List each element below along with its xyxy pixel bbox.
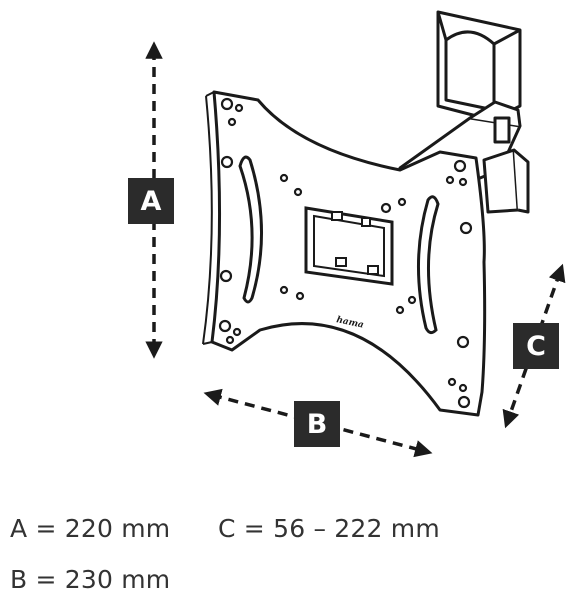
mounting-hole (459, 221, 473, 235)
right-curved-slot (417, 195, 440, 335)
mounting-hole (397, 197, 407, 207)
mounting-hole (380, 202, 392, 214)
mounting-hole (234, 103, 244, 113)
mounting-hole (407, 295, 417, 305)
mounting-hole (220, 155, 234, 169)
wall-mount-diagram: hama (145, 10, 566, 458)
dimension-arrow-c (502, 263, 566, 429)
mounting-hole (279, 285, 289, 295)
mounting-hole (227, 117, 237, 127)
measurement-a: A = 220 mm (10, 514, 171, 543)
mounting-hole (219, 269, 233, 283)
dimension-label-b: B (294, 401, 340, 447)
mounting-hole (225, 335, 235, 345)
mounting-hole (295, 291, 305, 301)
mounting-hole (232, 327, 242, 337)
dimension-label-c: C (513, 323, 559, 369)
mounting-hole (395, 305, 405, 315)
wall-plate (436, 10, 522, 122)
mounting-hole (293, 187, 303, 197)
mounting-hole (220, 97, 234, 111)
mounting-holes (218, 97, 473, 409)
mounting-hole (456, 335, 470, 349)
left-curved-slot (238, 155, 263, 304)
center-cutout (304, 206, 394, 286)
mounting-hole (445, 175, 455, 185)
mounting-hole (279, 173, 289, 183)
dimension-label-a: A (128, 178, 174, 224)
mounting-hole (458, 383, 468, 393)
measurement-b: B = 230 mm (10, 565, 171, 594)
measurement-c: C = 56 – 222 mm (218, 514, 440, 543)
mounting-hole (458, 177, 468, 187)
mounting-hole (447, 377, 457, 387)
mounting-hole (218, 319, 232, 333)
mounting-hole (457, 395, 471, 409)
mounting-hole (453, 159, 467, 173)
